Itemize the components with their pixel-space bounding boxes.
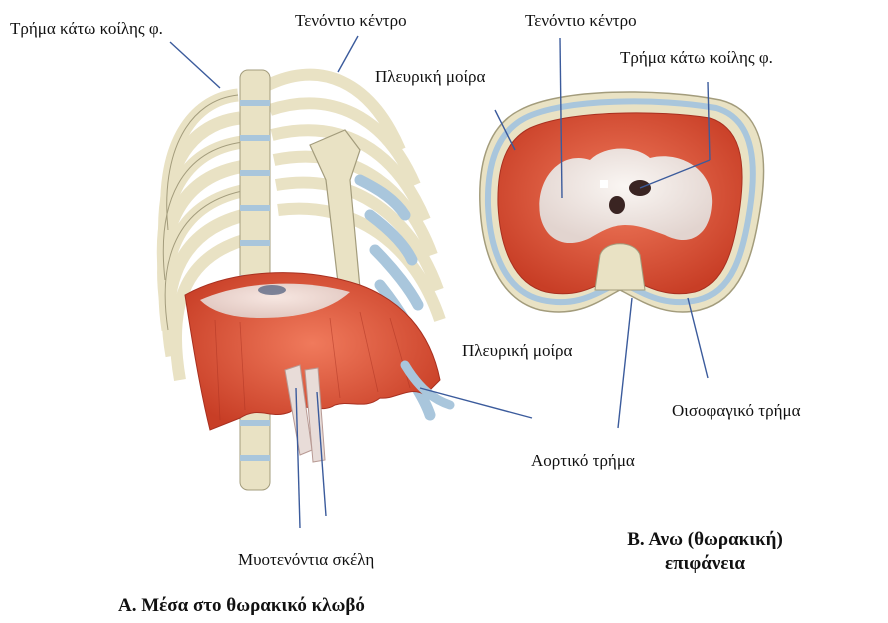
- caption-b: Β. Ανω (θωρακική) επιφάνεια: [570, 528, 840, 576]
- label-a-crura: Μυοτενόντια σκέλη: [238, 551, 374, 568]
- caption-b-line1: Β. Ανω (θωρακική): [570, 528, 840, 552]
- label-b-esophageal-hiatus: Οισοφαγικό τρήμα: [672, 402, 801, 419]
- superior-surface-figure: [480, 92, 764, 312]
- label-b-aortic-hiatus: Αορτικό τρήμα: [531, 452, 635, 469]
- label-b-costal-part: Πλευρική μοίρα: [462, 342, 572, 359]
- caption-a: Α. Μέσα στο θωρακικό κλωβό: [118, 594, 538, 618]
- label-b-ivc-foramen: Τρήμα κάτω κοίλης φ.: [620, 49, 773, 66]
- label-b-central-tendon: Τενόντιο κέντρο: [525, 12, 637, 29]
- vertebra: [595, 244, 645, 290]
- caption-b-line2: επιφάνεια: [570, 552, 840, 576]
- label-a-ivc-foramen: Τρήμα κάτω κοίλης φ.: [10, 20, 163, 37]
- label-a-costal-part: Πλευρική μοίρα: [375, 68, 485, 85]
- rib-cage-figure: [163, 70, 450, 490]
- esophageal-hiatus-shape: [609, 196, 625, 214]
- label-a-central-tendon: Τενόντιο κέντρο: [295, 12, 407, 29]
